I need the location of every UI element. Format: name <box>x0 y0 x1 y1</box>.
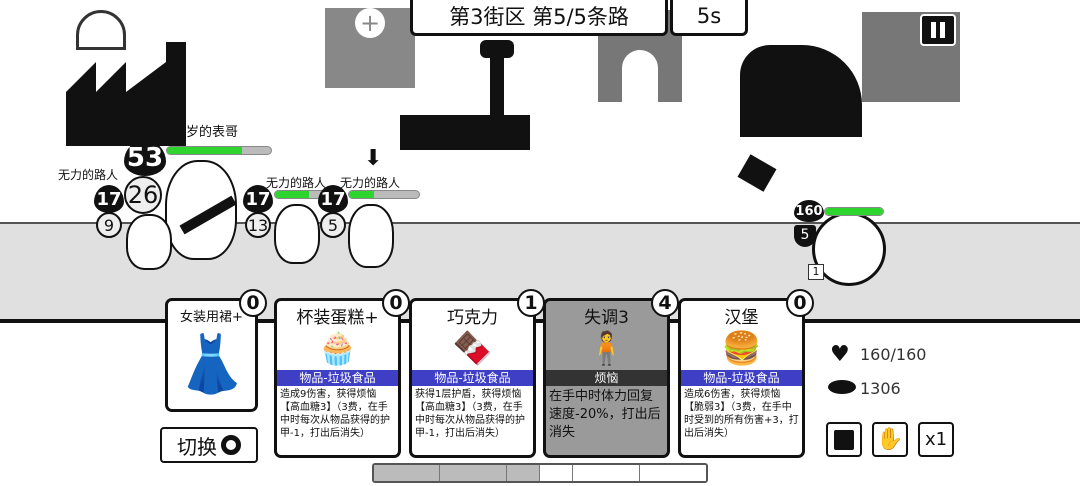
switch-label: 切换 <box>177 434 217 459</box>
hand-button[interactable]: ✋ <box>872 422 908 457</box>
enemy-hp-heart: 17 <box>94 185 124 213</box>
card-cost: 4 <box>651 289 679 317</box>
player-level-badge: 1 <box>808 264 824 280</box>
player-hp-text: 160/160 <box>860 345 927 364</box>
hand-icon: ✋ <box>876 427 904 452</box>
turn-timer: 5s <box>670 0 748 36</box>
card-cost: 1 <box>517 289 545 317</box>
debris-icon <box>737 154 777 192</box>
dome-building <box>76 10 126 50</box>
card-type: 烦恼 <box>546 370 667 386</box>
card-cost: 0 <box>239 289 267 317</box>
card-type: 物品-垃圾食品 <box>277 370 398 386</box>
colosseum-building <box>740 45 862 137</box>
chocolate-icon: 🍫 <box>452 329 493 367</box>
equipment-card[interactable]: 女装用裙+ 👗 0 <box>165 289 267 412</box>
enemy-armor: 9 <box>96 212 122 238</box>
card-description: 造成9伤害，获得烦恼【高血糖3】（3费，在手中时每次从物品获得的护甲-1，打出后… <box>280 389 390 439</box>
card-title: 女装用裙+ <box>180 310 243 325</box>
hand-card[interactable]: 巧克力 🍫 物品-垃圾食品 获得1层护盾，获得烦恼【高血糖3】（3费，在手中时每… <box>409 289 545 458</box>
hand-card-curse[interactable]: 失调3 🧍 烦恼 在手中时体力回复速度-20%，打出后消失 4 <box>543 289 679 458</box>
enemy-hp-bar <box>166 146 272 155</box>
airport-building <box>400 40 530 150</box>
speed-button[interactable]: x1 <box>918 422 954 457</box>
card-description: 获得1层护盾，获得烦恼【高血糖3】（3费，在手中时每次从物品获得的护甲-1，打出… <box>415 389 525 439</box>
hand-card[interactable]: 杯装蛋糕+ 🧁 物品-垃圾食品 造成9伤害，获得烦恼【高血糖3】（3费，在手中时… <box>274 289 410 458</box>
enemy-name: 无力的路人 <box>266 176 327 190</box>
burger-icon: 🍔 <box>721 329 762 367</box>
card-title: 巧克力 <box>447 308 498 328</box>
player-armor-shield: 5 <box>794 225 816 247</box>
factory-building <box>66 42 186 146</box>
hand-card[interactable]: 汉堡 🍔 物品-垃圾食品 造成6伤害，获得烦恼【脆弱3】（3费，在手中时受到的所… <box>678 289 814 458</box>
switch-button[interactable]: 切换 <box>160 427 258 463</box>
heart-icon: ♥ <box>830 342 850 367</box>
dress-icon: 👗 <box>176 332 247 397</box>
enemy-hp-heart: 17 <box>318 185 348 213</box>
coins-count: 1306 <box>860 379 901 398</box>
enemy-name: 岁的表哥 <box>186 125 239 140</box>
target-arrow-icon: ⬇ <box>364 146 383 171</box>
card-cost: 0 <box>382 289 410 317</box>
player-hp-heart: 160 <box>794 200 824 222</box>
bag-icon <box>834 429 854 450</box>
enemy-armor: 5 <box>320 212 346 238</box>
card-title: 失调3 <box>584 308 629 328</box>
enemy-armor: 13 <box>245 212 271 238</box>
location-label: 第3街区 第5/5条路 <box>410 0 668 36</box>
lifebuoy-icon <box>221 435 241 455</box>
card-title: 汉堡 <box>724 308 759 328</box>
player-character[interactable] <box>812 212 886 286</box>
enemy-name: 无力的路人 <box>58 168 119 182</box>
enemy-passerby[interactable] <box>126 214 172 270</box>
enemy-name: 无力的路人 <box>340 176 401 190</box>
coins-icon <box>828 380 856 394</box>
card-type: 物品-垃圾食品 <box>681 370 802 386</box>
cupcake-icon: 🧁 <box>317 329 358 367</box>
pause-button[interactable] <box>920 14 956 46</box>
card-cost: 0 <box>786 289 814 317</box>
enemy-passerby[interactable] <box>274 204 320 264</box>
enemy-armor: 26 <box>124 176 162 214</box>
card-title: 杯装蛋糕+ <box>296 308 379 328</box>
enemy-hp-bar <box>348 190 420 199</box>
card-description: 造成6伤害，获得烦恼【脆弱3】（3费，在手中时受到的所有伤害+3，打出后消失） <box>684 389 799 439</box>
enemy-hp-heart: 17 <box>243 185 273 213</box>
card-description: 在手中时体力回复速度-20%，打出后消失 <box>549 389 661 440</box>
hospital-building: + <box>325 8 415 88</box>
player-hp-bar <box>824 207 884 216</box>
enemy-passerby[interactable] <box>348 204 394 268</box>
deck-progress-bar <box>372 463 708 483</box>
shop-bag-button[interactable] <box>826 422 862 457</box>
enemy-hp-heart: 53 <box>124 140 166 176</box>
card-type: 物品-垃圾食品 <box>412 370 533 386</box>
pain-figure-icon: 🧍 <box>586 329 627 367</box>
